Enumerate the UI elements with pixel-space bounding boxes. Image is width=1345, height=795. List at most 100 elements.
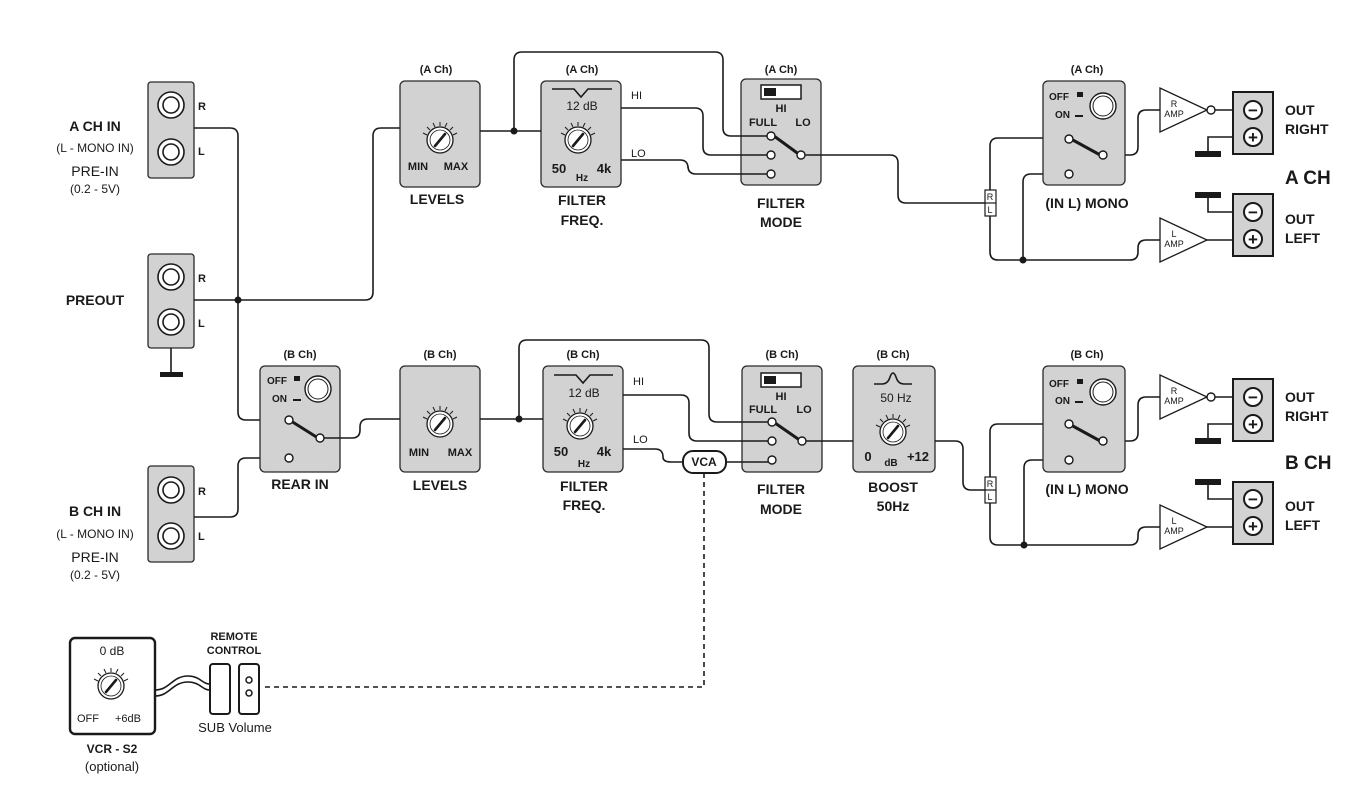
b-filter-lo-label: LO (633, 434, 648, 446)
a-rl-r: R (987, 192, 994, 202)
a-filter-mode-module: (A Ch) HI FULL LO FILTER MODE (740, 64, 822, 230)
a-filter-freq-module: (A Ch) 12 dB 50 4k Hz FILTER FREQ. HI LO (540, 64, 646, 228)
b-filter-slope: 12 dB (568, 386, 599, 400)
b-rear-off: OFF (267, 376, 287, 387)
a-l-amp-letter: L (1171, 229, 1176, 239)
b-mono-tag: (B Ch) (1071, 349, 1104, 361)
b-r-amp-letter: R (1171, 386, 1178, 396)
b-filter-freq-module: (B Ch) 12 dB 50 4k Hz FILTER FREQ. HI LO (542, 349, 648, 513)
terminal-plus: + (1248, 415, 1258, 434)
remote-knob-max: +6dB (115, 713, 141, 725)
a-ch-in-jack-panel: R L (147, 81, 206, 179)
b-out-right-2: RIGHT (1285, 408, 1329, 424)
push-button-icon[interactable] (1089, 378, 1117, 406)
amplifier-triangle-icon (1159, 216, 1209, 264)
remote-control-label-1: REMOTE (210, 631, 257, 643)
terminal-minus: − (1248, 101, 1258, 120)
a-filter-max: 4k (597, 161, 612, 176)
remote-optional: (optional) (85, 759, 139, 774)
b-mode-tag: (B Ch) (766, 349, 799, 361)
a-mode-tag: (A Ch) (765, 64, 798, 76)
b-mode-label1: FILTER (757, 481, 805, 497)
a-mode-full: FULL (749, 117, 777, 129)
slide-switch-icon[interactable] (760, 84, 802, 100)
b-filter-tag: (B Ch) (567, 349, 600, 361)
b-boost-unit: dB (884, 458, 897, 469)
a-filter-hi-label: HI (631, 90, 642, 102)
b-out-right-terminal: − + (1195, 378, 1274, 444)
rca-jack-icon (157, 308, 185, 336)
a-mono-module: (A Ch) OFF ON (IN L) MONO (1042, 64, 1129, 211)
a-mono-on: ON (1055, 110, 1070, 121)
a-out-left-1: OUT (1285, 211, 1315, 227)
jack-label-r: R (198, 486, 206, 498)
b-filter-mode-module: (B Ch) HI FULL LO FILTER MODE (741, 349, 823, 517)
a-out-right-terminal: − + (1195, 91, 1274, 157)
b-mono-on: ON (1055, 396, 1070, 407)
b-levels-min: MIN (409, 447, 429, 459)
a-channel-label: A CH (1285, 168, 1331, 189)
b-boost-tag: (B Ch) (877, 349, 910, 361)
b-out-left-2: LEFT (1285, 517, 1320, 533)
b-boost-label2: 50Hz (877, 498, 910, 514)
b-out-left-terminal: − + (1195, 479, 1274, 545)
ground-icon (160, 348, 183, 377)
rca-jack-icon (157, 138, 185, 166)
b-filter-min: 50 (554, 444, 568, 459)
a-r-amp-text: AMP (1164, 109, 1184, 119)
a-ch-in-range: (0.2 - 5V) (70, 182, 120, 196)
b-out-left-1: OUT (1285, 498, 1315, 514)
b-filter-label1: FILTER (560, 478, 608, 494)
a-filter-label1: FILTER (558, 192, 606, 208)
filter-mode-switch-contacts (767, 417, 807, 465)
b-boost-freq: 50 Hz (880, 391, 911, 405)
input-wiring (194, 127, 400, 518)
a-filter-min: 50 (552, 161, 566, 176)
preout-title: PREOUT (66, 292, 125, 308)
rca-jack-icon (157, 263, 185, 291)
b-boost-max: +12 (907, 449, 929, 464)
terminal-minus: − (1248, 490, 1258, 509)
a-out-left-2: LEFT (1285, 230, 1320, 246)
b-rear-on: ON (272, 394, 287, 405)
a-filter-label2: FREQ. (561, 212, 604, 228)
b-l-amp: L AMP (1159, 503, 1209, 551)
jack-label-r: R (198, 101, 206, 113)
b-mode-hi: HI (776, 391, 787, 403)
lowpass-curve-icon (552, 88, 612, 99)
a-l-amp: L AMP (1159, 216, 1209, 264)
terminal-plus: + (1248, 230, 1258, 249)
slide-switch-icon[interactable] (760, 372, 802, 388)
a-filter-slope: 12 dB (566, 99, 597, 113)
a-mono-off: OFF (1049, 92, 1069, 103)
b-l-amp-text: AMP (1164, 526, 1184, 536)
levels-max-label: MAX (444, 161, 469, 173)
remote-cable (154, 663, 260, 715)
vca-remote-dashed-link (262, 473, 705, 688)
ground-icon (1195, 479, 1233, 500)
b-levels-module: (B Ch) MIN MAX LEVELS (399, 349, 481, 493)
vcr-s2-remote-module: 0 dB OFF +6dB VCR - S2 (optional) (68, 636, 157, 774)
b-vca-block: VCA (682, 450, 727, 474)
b-rear-in-module: (B Ch) OFF ON REAR IN (259, 349, 341, 492)
levels-min-label: MIN (408, 161, 428, 173)
b-mono-module: (B Ch) OFF ON (IN L) MONO (1042, 349, 1129, 497)
a-out-right-2: RIGHT (1285, 121, 1329, 137)
a-r-amp: R AMP (1159, 86, 1216, 134)
b-filter-label2: FREQ. (563, 497, 606, 513)
ground-icon (1195, 192, 1233, 213)
push-button-icon[interactable] (304, 375, 332, 403)
b-out-right-1: OUT (1285, 389, 1315, 405)
jack-label-l: L (198, 318, 205, 330)
b-ch-in-range: (0.2 - 5V) (70, 568, 120, 582)
b-l-amp-letter: L (1171, 516, 1176, 526)
b-mode-label2: MODE (760, 501, 802, 517)
b-filter-max: 4k (597, 444, 612, 459)
a-mode-lo: LO (795, 117, 811, 129)
push-button-icon[interactable] (1089, 92, 1117, 120)
a-l-amp-text: AMP (1164, 239, 1184, 249)
a-mono-label: (IN L) MONO (1045, 195, 1128, 211)
a-out-right-1: OUT (1285, 102, 1315, 118)
terminal-minus: − (1248, 203, 1258, 222)
a-ch-in-subtitle: (L - MONO IN) (56, 141, 134, 155)
